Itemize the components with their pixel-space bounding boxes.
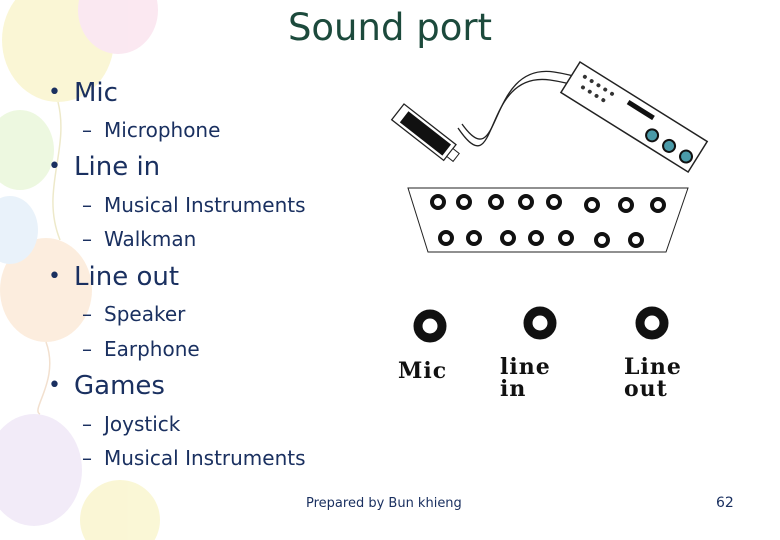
sub-dash: – [82,446,92,470]
bullet-games: • Games [48,371,165,401]
subitem-earphone: –Earphone [82,337,200,361]
game-port-pins [582,74,587,79]
subitem-speaker: –Speaker [82,302,185,326]
bullet-dot: • [48,154,61,179]
balloon-blue [0,196,38,264]
balloon-yellow-bottom [80,480,160,540]
balloon-pink [78,0,158,54]
sound-card-diagram: Mic line in Line out [390,40,770,420]
subitem-text: Joystick [104,412,181,436]
balloon-green [0,110,54,190]
subitem-musical-instruments: –Musical Instruments [82,193,306,217]
balloon-orange [0,238,92,342]
subitem-walkman: –Walkman [82,227,196,251]
subitem-text: Speaker [104,302,186,326]
game-port-row-top [430,194,666,213]
subitem-musical-instruments-2: –Musical Instruments [82,446,306,470]
bullet-text: Mic [74,78,118,108]
balloon-lavender [0,414,82,526]
bullet-line-in: • Line in [48,152,160,182]
bullet-text: Line in [74,152,161,182]
line-in-jack [523,306,557,340]
audio-jack [645,128,660,143]
balloon-string [52,101,62,241]
game-port-shell [407,187,689,253]
subitem-text: Earphone [104,337,200,361]
subitem-text: Musical Instruments [104,446,306,470]
sub-dash: – [82,302,92,326]
subitem-text: Musical Instruments [104,193,306,217]
line-in-port-label: line in [500,356,551,400]
sub-dash: – [82,227,92,251]
sound-card-illustration [390,60,709,343]
bullet-dot: • [48,80,61,105]
line-out-port-label: Line out [624,356,682,400]
line-out-label-line1: Line [624,354,682,380]
subitem-joystick: –Joystick [82,412,180,436]
bullet-text: Games [74,371,165,401]
balloon-string [37,341,51,415]
game-port-row-bottom [438,230,644,248]
bullet-dot: • [48,264,61,289]
audio-jack [662,138,677,153]
bullet-text: Line out [74,262,180,292]
bullet-mic: • Mic [48,78,118,108]
mic-jack [413,309,447,343]
line-out-jack [635,306,669,340]
subitem-microphone: –Microphone [82,118,220,142]
bullet-dot: • [48,373,61,398]
subitem-text: Walkman [104,227,197,251]
line-in-label-line2: in [500,376,527,402]
sub-dash: – [82,412,92,436]
subitem-text: Microphone [104,118,221,142]
mic-port-label: Mic [398,358,448,384]
slide-title: Sound port [287,6,493,49]
card-bracket [559,60,709,174]
sub-dash: – [82,337,92,361]
balloons-background [0,0,160,540]
plug-connector [390,103,460,163]
sub-dash: – [82,118,92,142]
bullet-line-out: • Line out [48,262,179,292]
line-out-label-line2: out [624,376,668,402]
page-number: 62 [716,495,734,511]
audio-jack [679,149,694,164]
footer-text: Prepared by Bun khieng [306,496,462,511]
sub-dash: – [82,193,92,217]
line-in-label-line1: line [500,354,551,380]
